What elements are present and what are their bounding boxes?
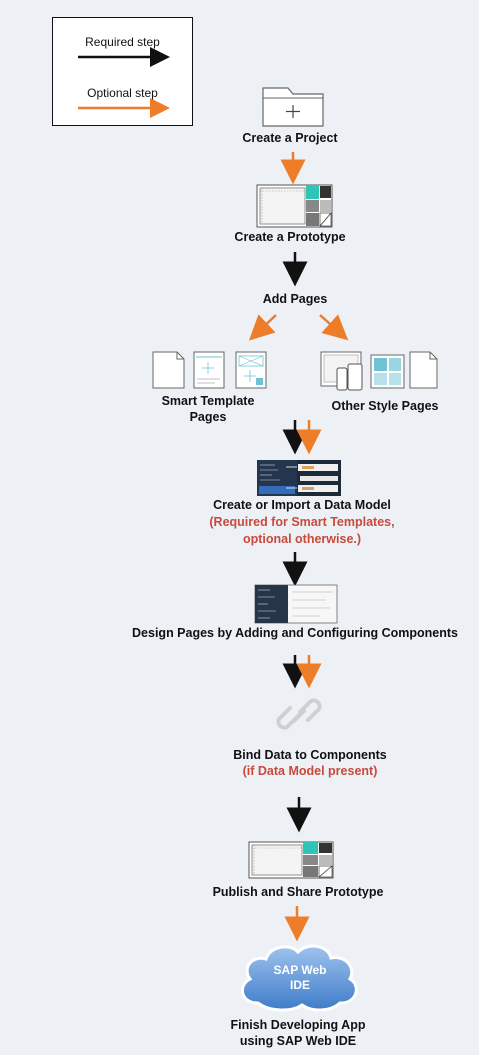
legend-required-label: Required step (85, 35, 160, 49)
sap-web-ide-cloud-text: SAP Web IDE (250, 963, 350, 993)
finish-line1: Finish Developing App (230, 1018, 366, 1032)
data-model-thumbnail (257, 460, 341, 496)
sap-web-ide-cloud-icon (241, 944, 358, 1012)
folder-icon (262, 87, 324, 127)
step-data-model-note1: (Required for Smart Templates, (209, 515, 395, 529)
prototype-icon (256, 184, 333, 228)
step-data-model-note2: optional otherwise.) (242, 532, 362, 546)
step-finish: Finish Developing App using SAP Web IDE (148, 1017, 448, 1049)
finish-line2: using SAP Web IDE (239, 1034, 357, 1048)
step-create-prototype: Create a Prototype (234, 230, 346, 244)
link-icon (276, 698, 322, 730)
step-add-pages: Add Pages (262, 292, 328, 306)
step-other-style-pages: Other Style Pages (331, 399, 439, 413)
smart-template-line1: Smart Template (161, 394, 255, 408)
legend-arrows (78, 47, 170, 118)
sap-cloud-line2: IDE (289, 978, 310, 992)
smart-template-page-icons (152, 351, 267, 389)
publish-prototype-icon (248, 841, 334, 879)
arrow-pages-other (319, 314, 349, 341)
step-bind-data: Bind Data to Components (233, 748, 387, 762)
step-publish: Publish and Share Prototype (212, 885, 384, 899)
smart-template-line2: Pages (189, 410, 227, 424)
step-create-project: Create a Project (242, 131, 338, 145)
legend-optional-label: Optional step (87, 86, 158, 100)
legend: Required step Optional step (52, 17, 193, 126)
step-design-pages: Design Pages by Adding and Configuring C… (132, 626, 458, 640)
design-pages-thumbnail (254, 584, 338, 624)
step-data-model: Create or Import a Data Model (213, 498, 391, 512)
sap-cloud-line1: SAP Web (273, 963, 327, 977)
step-bind-data-note: (if Data Model present) (242, 764, 378, 778)
other-style-page-icons (320, 351, 438, 391)
arrow-pages-smart (248, 314, 277, 341)
step-smart-template-pages: Smart Template Pages (138, 393, 278, 425)
